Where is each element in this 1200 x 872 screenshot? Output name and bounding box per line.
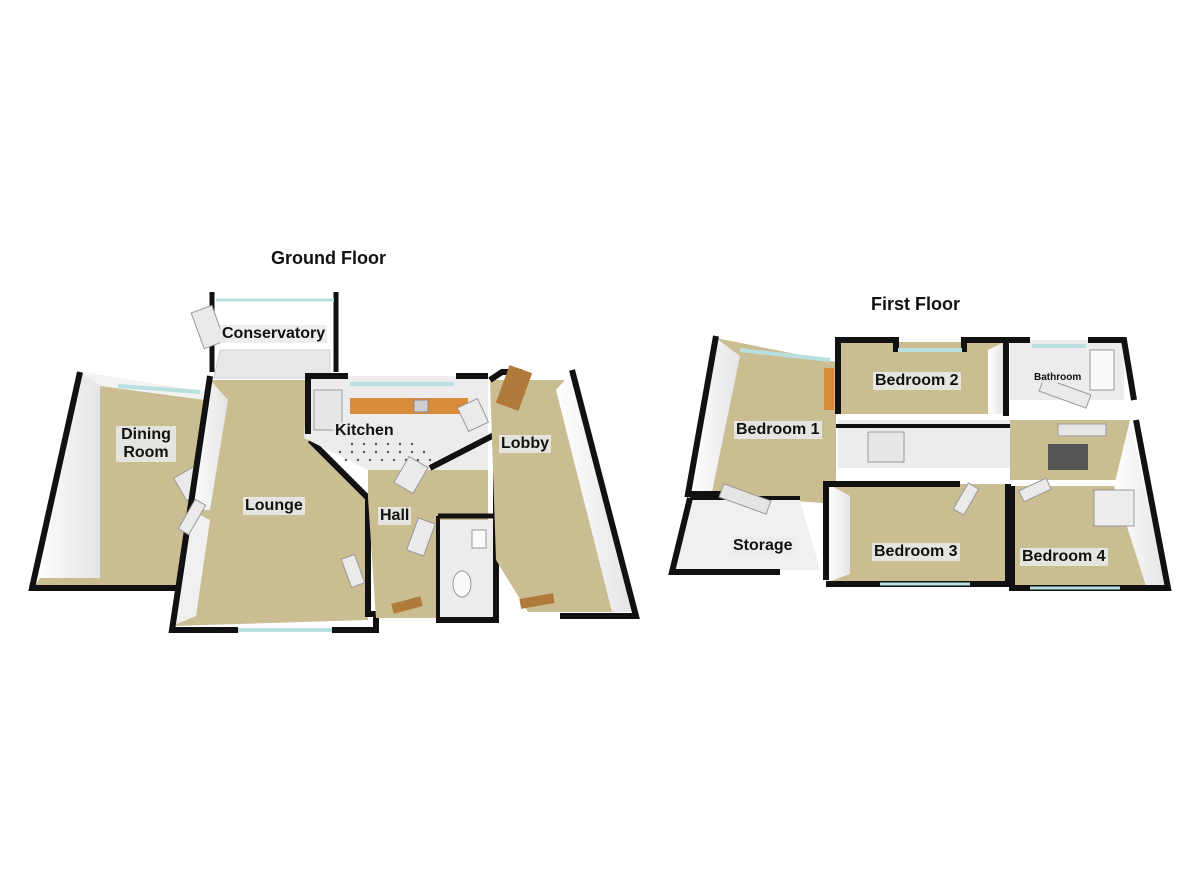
landing-area <box>836 420 1130 480</box>
hall-label: Hall <box>378 507 412 525</box>
kitchen-room <box>304 373 490 470</box>
conservatory-label: Conservatory <box>220 325 328 343</box>
bathroom-room <box>1005 337 1137 409</box>
storage-room <box>668 483 820 575</box>
bedroom-2-label: Bedroom 2 <box>873 372 961 390</box>
bedroom-3-room <box>823 481 1011 587</box>
conservatory-room <box>190 292 339 379</box>
lobby-label: Lobby <box>499 435 551 453</box>
first-floor-title: First Floor <box>871 294 960 314</box>
bedroom-1-room <box>684 335 836 504</box>
lounge-label: Lounge <box>243 497 305 515</box>
lobby-room <box>488 365 640 619</box>
storage-label: Storage <box>731 537 795 555</box>
bedroom-3-label: Bedroom 3 <box>872 543 960 561</box>
dining-room-label: Dining Room <box>116 426 176 462</box>
ground-floor-title: Ground Floor <box>271 248 386 268</box>
kitchen-label: Kitchen <box>333 422 396 440</box>
bedroom-4-label: Bedroom 4 <box>1020 548 1108 566</box>
bedroom-1-label: Bedroom 1 <box>734 421 822 439</box>
hall-room <box>368 429 499 623</box>
bathroom-label: Bathroom <box>1032 372 1084 383</box>
